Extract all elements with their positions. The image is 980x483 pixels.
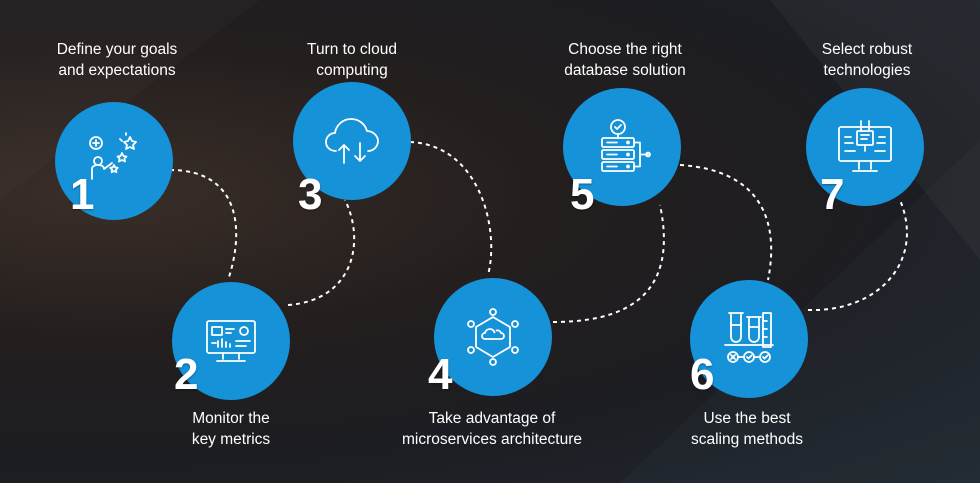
scaling-lab-icon — [724, 312, 774, 363]
step-2-label: Monitor the key metrics — [191, 410, 271, 448]
step-5-label: Choose the right database solution — [564, 41, 686, 79]
monitor-dashboard-icon — [206, 320, 256, 362]
step-6-circle — [690, 280, 808, 398]
step-1-number: 1 — [70, 170, 95, 219]
step-2-circle — [172, 282, 290, 400]
step-5-number: 5 — [570, 170, 595, 219]
cloud-upload-download-icon — [325, 118, 379, 164]
connector-6-7 — [807, 199, 908, 312]
step-5-circle — [563, 88, 681, 206]
goals-stars-icon — [89, 132, 137, 180]
step-7-label: Select robust technologies — [821, 41, 913, 79]
technology-monitor-icon — [838, 120, 892, 172]
step-7-number: 7 — [820, 170, 845, 219]
connector-2-3 — [287, 199, 356, 306]
step-1-circle — [55, 102, 173, 220]
connector-3-4 — [409, 141, 493, 276]
connector-5-6 — [679, 164, 773, 281]
microservices-hexagon-icon — [467, 308, 519, 366]
step-3-number: 3 — [298, 170, 323, 219]
step-1-label: Define your goals and expectations — [56, 41, 178, 79]
step-4-label: Take advantage of microservices architec… — [401, 410, 583, 448]
step-6-number: 6 — [690, 350, 715, 399]
step-4-number: 4 — [428, 350, 453, 399]
step-3-circle — [293, 82, 411, 200]
step-6-label: Use the best scaling methods — [690, 410, 803, 448]
step-7-circle — [806, 88, 924, 206]
step-3-label: Turn to cloud computing — [307, 41, 397, 79]
database-server-icon — [601, 119, 651, 172]
step-4-circle — [434, 278, 552, 396]
connector-4-5 — [552, 204, 665, 323]
step-2-number: 2 — [174, 350, 199, 399]
connector-1-2 — [169, 169, 238, 281]
